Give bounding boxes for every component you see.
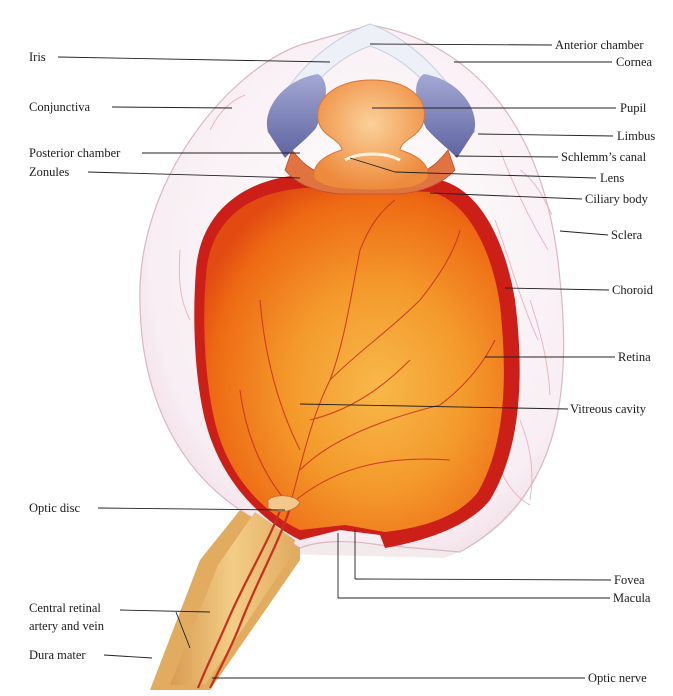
label-sclera: Sclera [611, 228, 643, 242]
label-conjunctiva: Conjunctiva [29, 100, 91, 114]
label-anterior-chamber: Anterior chamber [555, 38, 644, 52]
vitreous-body [204, 188, 504, 532]
label-vitreous-cavity: Vitreous cavity [570, 402, 647, 416]
label-optic-nerve: Optic nerve [588, 671, 647, 685]
lens-shape [314, 80, 429, 190]
label-posterior-chamber: Posterior chamber [29, 146, 121, 160]
label-schlemms-canal: Schlemm’s canal [561, 150, 647, 164]
label-limbus: Limbus [617, 129, 655, 143]
label-retina: Retina [618, 350, 651, 364]
label-central-retinal-line1: Central retinal [29, 601, 101, 615]
label-dura-mater: Dura mater [29, 648, 86, 662]
labels-left: Iris Conjunctiva Posterior chamber Zonul… [29, 50, 121, 662]
label-fovea: Fovea [614, 573, 645, 587]
label-ciliary-body: Ciliary body [585, 192, 649, 206]
label-zonules: Zonules [29, 165, 69, 179]
label-iris: Iris [29, 50, 46, 64]
label-macula: Macula [613, 591, 651, 605]
label-pupil: Pupil [620, 101, 647, 115]
label-choroid: Choroid [612, 283, 654, 297]
label-cornea: Cornea [616, 55, 653, 69]
label-lens: Lens [600, 171, 624, 185]
label-optic-disc: Optic disc [29, 501, 80, 515]
label-central-retinal-line2: artery and vein [29, 619, 105, 633]
